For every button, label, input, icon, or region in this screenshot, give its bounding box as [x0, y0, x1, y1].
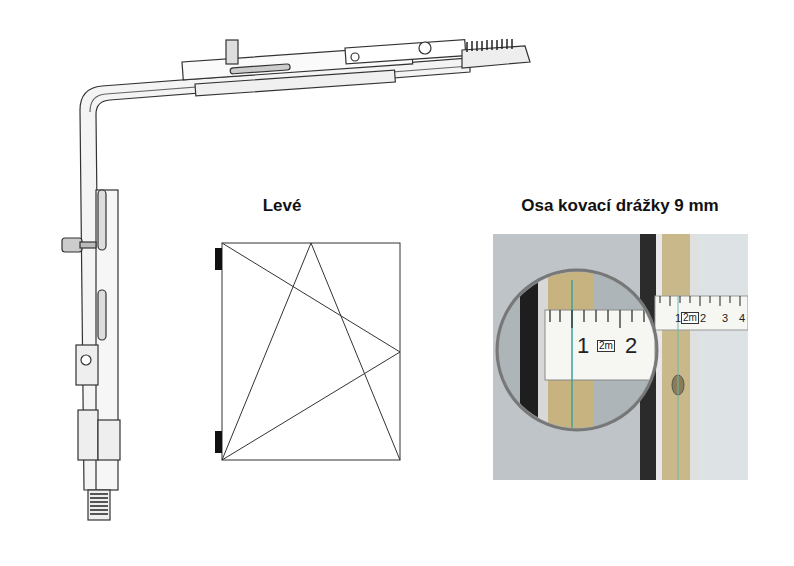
tape-number: 3: [722, 313, 728, 324]
window-symbol: [215, 243, 400, 460]
photo: [493, 234, 748, 480]
heading-label: Osa kovací drážky 9 mm: [521, 197, 719, 214]
tape-number: 2: [625, 335, 637, 357]
corner-drive: [62, 39, 530, 520]
view-label: Levé: [263, 197, 302, 214]
tape-number: 2: [700, 313, 706, 324]
tape-number: 4: [739, 313, 745, 324]
tape-number: 1: [577, 335, 589, 357]
tape-mark: 2m: [597, 340, 615, 352]
tape-mark: 2m: [681, 312, 699, 324]
